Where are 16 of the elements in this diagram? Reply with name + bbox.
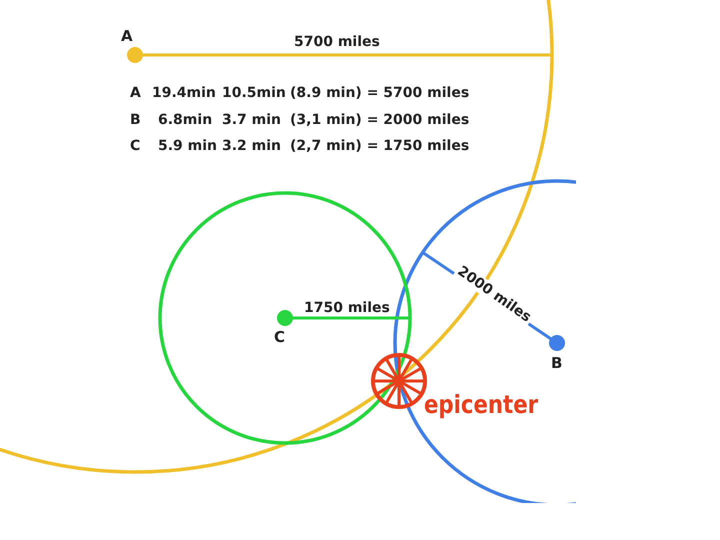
table-cell: (2,7 min) = 1750 miles [290,138,470,154]
table-cell: 3.7 min [222,112,282,128]
table-cell: 6.8min [158,112,212,128]
table-cell: 5.9 min [158,138,218,154]
table-cell: 19.4min [152,85,216,101]
row-header: C [130,138,140,154]
row-header: A [130,85,141,101]
station-label: C [274,329,286,345]
table-cell: (8.9 min) = 5700 miles [290,85,470,101]
table-cell: 3.2 min [222,138,282,154]
epicenter-label: epicenter [424,391,538,419]
row-header: B [130,112,141,128]
station-label: A [121,28,133,44]
station-label: B [551,355,562,371]
table-cell: (3,1 min) = 2000 miles [290,112,470,128]
table-cell: 10.5min [222,85,286,101]
